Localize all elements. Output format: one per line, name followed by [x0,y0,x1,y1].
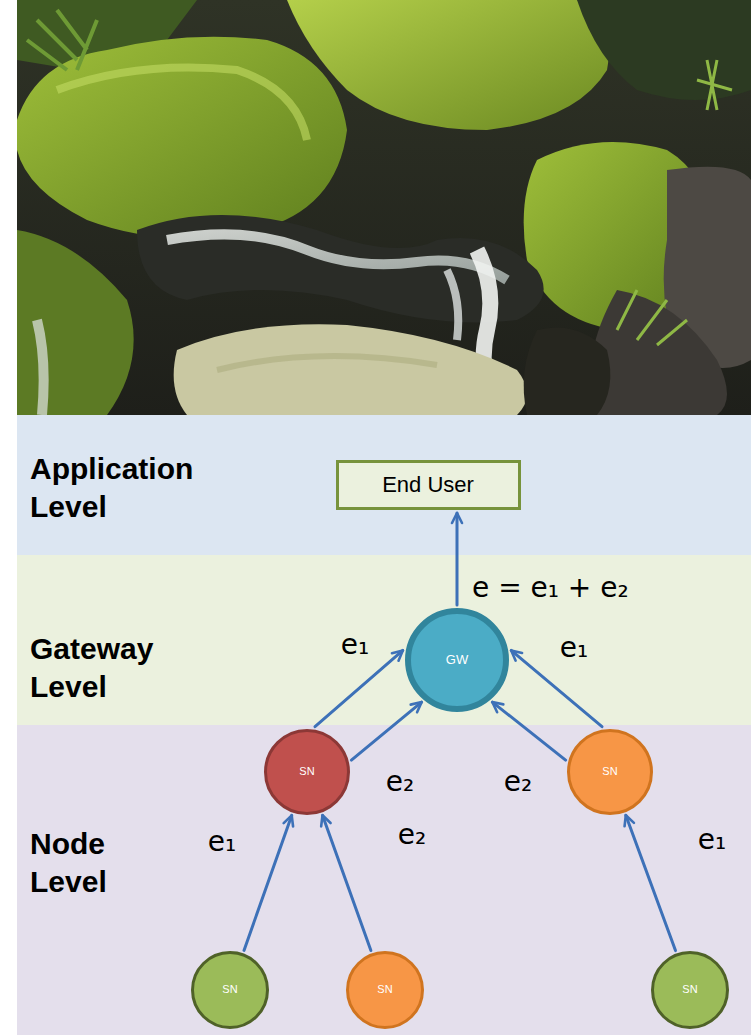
node-label: SN [377,983,392,996]
level-label: Application Level [30,450,193,525]
sensor-node: SN [191,951,269,1029]
flow-label: e₂ [504,765,532,799]
flow-label: e = e₁ + e₂ [472,571,629,605]
level-band: Gateway Level GW [17,555,751,725]
flow-label: e₁ [341,628,369,662]
data-flow-arrow [456,513,459,605]
data-flow-arrow [315,650,403,726]
sensor-node: SN [567,729,653,815]
circle-shape [193,953,268,1028]
level-band: Application Level End User [17,415,751,555]
flow-label: e₂ [386,765,414,799]
node-label: SN [602,765,617,778]
circle-shape [408,611,506,709]
circle-shape [348,953,423,1028]
level-label: Gateway Level [30,630,153,705]
end-user-box: End User [336,460,521,510]
data-flow-arrow [323,815,371,950]
level-label: Node Level [30,825,107,900]
node-label: SN [299,765,314,778]
flow-label: e₁ [560,631,588,665]
sensor-node: SN [346,951,424,1029]
level-band: Node LevelSNSNSNSNSN [17,725,751,1035]
gateway-circle: GW [405,608,509,712]
flow-label: e₁ [208,825,236,859]
data-flow-arrow [626,815,676,950]
data-flow-arrow [492,702,565,760]
node-label: SN [682,983,697,996]
stream-photo [17,0,751,415]
data-flow-arrow [351,702,421,760]
data-flow-arrow [511,650,602,726]
node-label: SN [222,983,237,996]
circle-shape [266,731,349,814]
node-label: GW [446,652,468,668]
sensor-node: SN [651,951,729,1029]
flow-label: e₂ [398,818,426,852]
circle-shape [569,731,652,814]
circle-shape [653,953,728,1028]
flow-label: e₁ [698,823,726,857]
data-flow-arrow [244,815,292,950]
sensor-node: SN [264,729,350,815]
box-label: End User [382,472,474,498]
